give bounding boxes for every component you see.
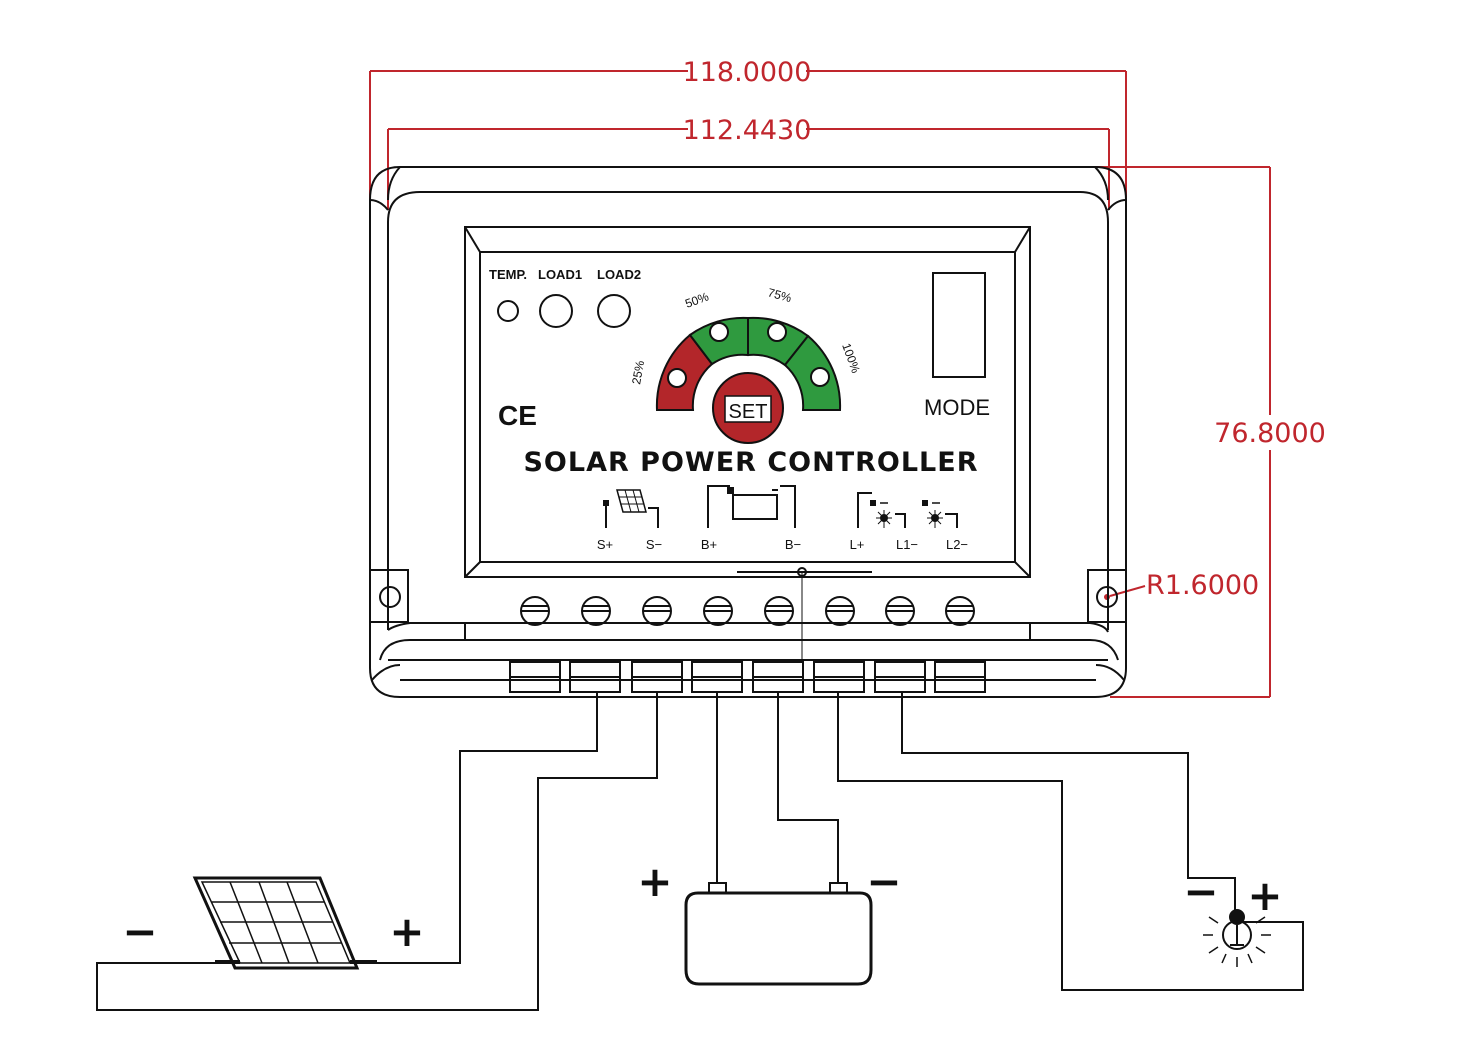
solar-panel-icon bbox=[97, 876, 460, 970]
face-panel bbox=[464, 226, 1031, 578]
ce-mark: CE bbox=[498, 400, 537, 431]
gauge-led-50 bbox=[709, 322, 729, 342]
load1-led bbox=[539, 294, 573, 328]
outer-width-label: 118.0000 bbox=[683, 57, 812, 88]
set-button[interactable]: SET bbox=[712, 372, 784, 444]
socket bbox=[934, 661, 986, 693]
screw bbox=[885, 596, 915, 626]
solar-symbol-icon bbox=[603, 489, 659, 528]
solar-minus-sign: − bbox=[122, 907, 157, 956]
screw bbox=[642, 596, 672, 626]
led-indicators: TEMP. LOAD1 LOAD2 bbox=[489, 267, 641, 328]
terminal-sockets bbox=[509, 661, 986, 693]
height-label: 76.8000 bbox=[1214, 418, 1326, 449]
mode-button[interactable]: MODE bbox=[924, 272, 990, 420]
terminal-label-s-plus: S+ bbox=[597, 537, 613, 552]
dimension-inner-width: 112.4430 bbox=[387, 115, 1110, 210]
screw bbox=[945, 596, 975, 626]
panel-title: SOLAR POWER CONTROLLER bbox=[523, 447, 978, 478]
gauge-label-100: 100% bbox=[839, 341, 863, 375]
load2-led-label: LOAD2 bbox=[597, 267, 641, 282]
set-button-label: SET bbox=[729, 401, 768, 423]
right-mount-hole bbox=[1096, 586, 1118, 608]
wire-load-minus bbox=[901, 692, 1236, 912]
left-mount-tab bbox=[369, 569, 409, 623]
socket bbox=[813, 661, 865, 693]
battery-icon bbox=[684, 882, 873, 986]
battery-plus-sign: + bbox=[637, 857, 672, 906]
center-marker bbox=[737, 567, 872, 660]
socket bbox=[752, 661, 804, 693]
screw bbox=[581, 596, 611, 626]
lamp-plus-sign: + bbox=[1247, 871, 1282, 920]
temp-led-label: TEMP. bbox=[489, 267, 527, 282]
terminal-label-l-plus: L+ bbox=[850, 537, 865, 552]
load2-led bbox=[597, 294, 631, 328]
wire-battery-minus bbox=[777, 692, 839, 885]
gauge-led-100 bbox=[810, 367, 830, 387]
controller-housing bbox=[369, 166, 1127, 698]
gauge-led-25 bbox=[667, 368, 687, 388]
socket bbox=[691, 661, 743, 693]
right-mount-tab bbox=[1087, 569, 1127, 623]
inner-width-label: 112.4430 bbox=[683, 115, 812, 146]
terminal-label-s-minus: S− bbox=[646, 537, 662, 552]
dimension-outer-width: 118.0000 bbox=[369, 57, 1127, 210]
terminal-label-l1-minus: L1− bbox=[896, 537, 918, 552]
mode-button-label: MODE bbox=[924, 395, 990, 420]
lamp-symbols-icon bbox=[857, 492, 958, 528]
gauge-led-75 bbox=[767, 322, 787, 342]
gauge-label-75: 75% bbox=[766, 285, 793, 305]
screw bbox=[703, 596, 733, 626]
terminal-symbols: S+ S− B+ B− L+ L1− L2− bbox=[597, 485, 968, 552]
lamp-icon bbox=[1203, 909, 1271, 967]
temp-led bbox=[497, 300, 519, 322]
screw bbox=[520, 596, 550, 626]
socket bbox=[569, 661, 621, 693]
battery-symbol-icon bbox=[707, 485, 796, 528]
terminal-label-b-minus: B− bbox=[785, 537, 801, 552]
wire-load-plus bbox=[837, 692, 1304, 991]
screw bbox=[764, 596, 794, 626]
dimension-radius: R1.6000 bbox=[1104, 570, 1259, 601]
battery-level-gauge: 25% 50% 75% 100% bbox=[629, 285, 863, 411]
terminal-screws bbox=[520, 596, 975, 626]
socket bbox=[631, 661, 683, 693]
left-mount-hole bbox=[379, 586, 401, 608]
socket bbox=[874, 661, 926, 693]
solar-plus-sign: + bbox=[389, 907, 424, 956]
gauge-label-50: 50% bbox=[683, 289, 711, 310]
terminal-label-b-plus: B+ bbox=[701, 537, 717, 552]
lamp-minus-sign: − bbox=[1183, 867, 1218, 916]
screw bbox=[825, 596, 855, 626]
socket bbox=[509, 661, 561, 693]
dimension-height: 76.8000 bbox=[1095, 166, 1326, 698]
load1-led-label: LOAD1 bbox=[538, 267, 582, 282]
radius-label: R1.6000 bbox=[1146, 570, 1259, 601]
terminal-label-l2-minus: L2− bbox=[946, 537, 968, 552]
battery-minus-sign: − bbox=[866, 857, 901, 906]
gauge-label-25: 25% bbox=[629, 359, 647, 385]
